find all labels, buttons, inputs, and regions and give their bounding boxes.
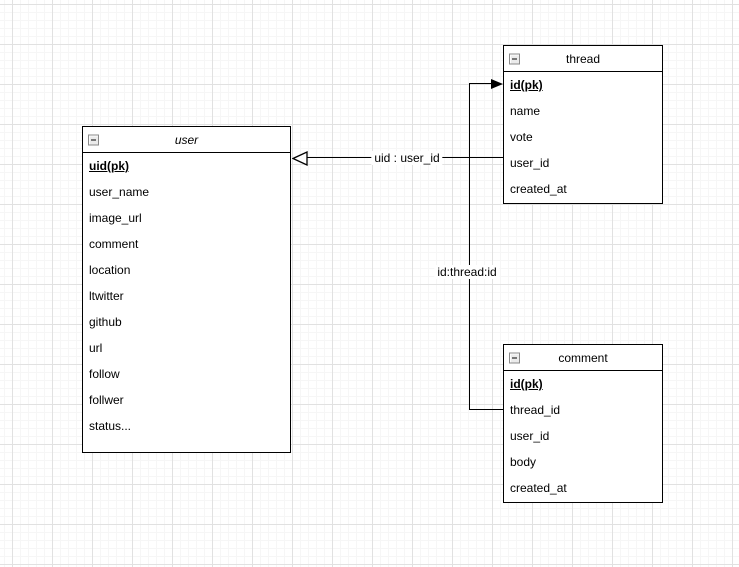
- field-row-body[interactable]: body: [504, 449, 662, 475]
- entity-table-thread[interactable]: thread id(pk) name vote user_id created_…: [503, 45, 663, 204]
- collapse-minus-icon[interactable]: [509, 53, 520, 64]
- field-row-user-name[interactable]: user_name: [83, 179, 290, 205]
- connector-comment-thread-bottom-elbow[interactable]: [469, 409, 503, 410]
- collapse-minus-icon[interactable]: [509, 352, 520, 363]
- field-row-follwer[interactable]: follwer: [83, 387, 290, 413]
- field-row-id[interactable]: id(pk): [504, 371, 662, 397]
- field-label: comment: [89, 237, 139, 251]
- field-row-ltwitter[interactable]: ltwitter: [83, 283, 290, 309]
- connector-comment-thread-vline[interactable]: [469, 84, 470, 410]
- field-row-comment[interactable]: comment: [83, 231, 290, 257]
- table-title-comment: comment: [558, 350, 608, 365]
- table-title-thread: thread: [565, 51, 601, 66]
- field-label: created_at: [510, 182, 567, 196]
- field-label: body: [510, 455, 537, 469]
- field-label: ltwitter: [89, 289, 124, 303]
- entity-header-user: user: [83, 127, 290, 153]
- field-label: location: [89, 263, 131, 277]
- field-label: user_id: [510, 156, 550, 170]
- entity-table-comment[interactable]: comment id(pk) thread_id user_id body cr…: [503, 344, 663, 503]
- field-row-location[interactable]: location: [83, 257, 290, 283]
- field-label: follwer: [89, 393, 124, 407]
- collapse-minus-icon[interactable]: [88, 134, 99, 145]
- entity-header-comment: comment: [504, 345, 662, 371]
- entity-header-thread: thread: [504, 46, 662, 72]
- field-label: url: [89, 341, 103, 355]
- connector-label-thread-user[interactable]: uid : user_id: [371, 151, 443, 165]
- field-row-created-at[interactable]: created_at: [504, 176, 662, 202]
- table-title-user: user: [174, 132, 199, 147]
- filled-triangle-arrow-icon: [491, 79, 503, 89]
- field-row-status[interactable]: status...: [83, 413, 290, 439]
- field-row-name[interactable]: name: [504, 98, 662, 124]
- minus-glyph: [512, 58, 517, 59]
- field-row-user-id[interactable]: user_id: [504, 423, 662, 449]
- field-row-thread-id[interactable]: thread_id: [504, 397, 662, 423]
- field-row-image-url[interactable]: image_url: [83, 205, 290, 231]
- minus-glyph: [91, 139, 96, 140]
- field-row-follow[interactable]: follow: [83, 361, 290, 387]
- field-row-created-at[interactable]: created_at: [504, 475, 662, 501]
- field-label: follow: [89, 367, 120, 381]
- minus-glyph: [512, 357, 517, 358]
- field-label: id(pk): [510, 78, 543, 92]
- field-label: github: [89, 315, 122, 329]
- field-label: id(pk): [510, 377, 543, 391]
- field-label: uid(pk): [89, 159, 129, 173]
- field-label: user_name: [89, 185, 150, 199]
- field-row-id[interactable]: id(pk): [504, 72, 662, 98]
- field-label: status...: [89, 419, 132, 433]
- field-label: created_at: [510, 481, 567, 495]
- field-row-user-id[interactable]: user_id: [504, 150, 662, 176]
- field-label: vote: [510, 130, 533, 144]
- field-label: user_id: [510, 429, 550, 443]
- entity-table-user[interactable]: user uid(pk) user_name image_url comment…: [82, 126, 291, 453]
- connector-label-comment-thread[interactable]: id:thread:id: [434, 265, 500, 279]
- field-row-url[interactable]: url: [83, 335, 290, 361]
- field-row-github[interactable]: github: [83, 309, 290, 335]
- open-triangle-arrow-icon: [292, 151, 308, 166]
- field-label: image_url: [89, 211, 142, 225]
- field-label: thread_id: [510, 403, 561, 417]
- field-row-vote[interactable]: vote: [504, 124, 662, 150]
- connector-comment-thread-top-elbow[interactable]: [469, 83, 492, 84]
- field-label: name: [510, 104, 541, 118]
- field-row-uid[interactable]: uid(pk): [83, 153, 290, 179]
